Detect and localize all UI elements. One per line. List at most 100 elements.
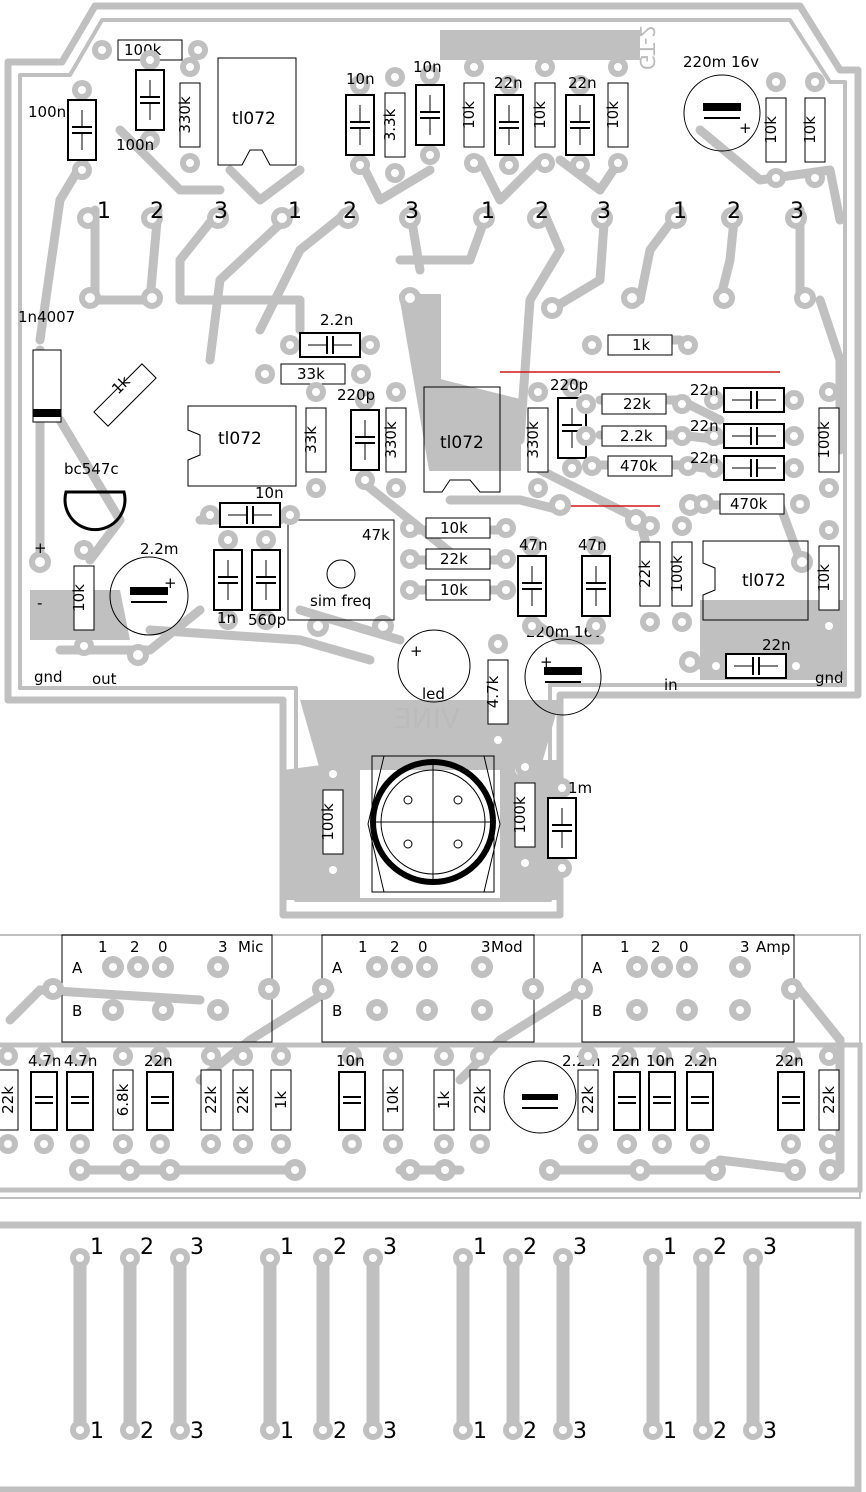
component-label: 47n <box>519 536 548 554</box>
c-22n-d: 22n <box>690 417 804 449</box>
strip-component-layer: 22k4.7n4.7n6.8k22n22k22k1k10n10k1k22k2.2… <box>0 1046 840 1154</box>
pot-pin: 1 <box>288 199 302 224</box>
polarity-plus: + <box>739 119 752 137</box>
strip-label: 10n <box>646 1052 675 1070</box>
component-label: 100k <box>668 555 686 593</box>
ic-label: tl072 <box>440 433 484 453</box>
bridge-pin-bottom: 1 <box>90 1419 104 1444</box>
r-100k-b: 100k <box>668 516 693 632</box>
ic-label: tl072 <box>232 109 276 129</box>
r-10k-f: 10k <box>400 517 516 539</box>
strip-component: 2.2n <box>684 1046 717 1154</box>
bridge-pin-bottom: 2 <box>523 1419 537 1444</box>
gnd-left-label: gnd <box>34 668 63 686</box>
bridge-pin-top: 2 <box>140 1235 154 1260</box>
c-100n-b: 100n <box>116 50 165 154</box>
bridge-pin-top: 3 <box>573 1235 587 1260</box>
r-22k-b: 22k <box>400 548 516 570</box>
r-470k-b: 470k <box>694 493 810 515</box>
c-22n-c: 22n <box>690 381 804 413</box>
elco-symbols <box>130 103 741 683</box>
bridge-pin-top: 3 <box>383 1235 397 1260</box>
component-label: 220p <box>337 386 375 404</box>
polarity-plus: + <box>34 539 47 557</box>
strip-label: 1k <box>435 1091 453 1110</box>
component-label: 47k <box>362 526 390 544</box>
c-1n: 1n <box>213 530 243 630</box>
sim-freq-label: sim freq <box>310 592 371 610</box>
component-label: 22k <box>440 550 468 568</box>
red-marker-lines <box>500 371 780 507</box>
r-33k-c: 33k <box>302 382 327 498</box>
c-47n-b: 47n <box>578 536 611 636</box>
strip-component: 22n <box>611 1046 641 1154</box>
ic-label: tl072 <box>218 429 262 449</box>
strip-component: 10n <box>336 1046 366 1154</box>
jack-name: Mic <box>238 938 263 956</box>
component-label: 47n <box>578 536 607 554</box>
strip-component: 22k <box>200 1046 222 1154</box>
r-10k-d: 10k <box>762 72 787 188</box>
r-10k-h: 10k <box>815 520 840 636</box>
component-label: 10k <box>604 101 622 129</box>
component-label: 22n <box>690 417 719 435</box>
bridge-pin-bottom: 2 <box>713 1419 727 1444</box>
c-10n-a: 10n <box>345 70 375 175</box>
component-label: 2.2n <box>320 311 353 329</box>
strip-component: 22k <box>469 1046 491 1154</box>
strip-component: 10k <box>382 1046 404 1154</box>
r-33k-b: 33k <box>255 363 371 385</box>
polarity-plus: + <box>410 642 423 660</box>
component-label: 22n <box>690 381 719 399</box>
component-label: 100k <box>815 421 833 459</box>
r-1k-a: 1k <box>93 363 157 427</box>
pot-pin: 2 <box>535 199 549 224</box>
r-330k-b: 330k <box>382 382 407 498</box>
r-10k-e: 10k <box>801 72 826 188</box>
strip-label: 22n <box>144 1052 173 1070</box>
strip-component: 4.7n <box>64 1046 97 1154</box>
r-100k-c: 100k <box>319 764 344 880</box>
pot-pin: 3 <box>790 199 804 224</box>
c-47n-a: 47n <box>517 536 548 636</box>
component-label: 22n <box>494 74 523 92</box>
pot-pin: 3 <box>405 199 419 224</box>
c-22n-b: 22n <box>565 74 597 175</box>
jack-pin: 3 <box>740 938 750 956</box>
mirrored-board-title: VINE <box>394 702 460 735</box>
component-label: 22n <box>762 636 791 654</box>
jack-row: B <box>592 1002 602 1020</box>
elco-label: 2.2m <box>140 540 178 558</box>
strip-component: 1k <box>433 1046 455 1154</box>
component-label: 10k <box>440 581 468 599</box>
ic-footprints <box>187 57 809 621</box>
pot-pin: 1 <box>481 199 495 224</box>
c-22n-f: 22n <box>706 636 806 679</box>
out-label: out <box>92 670 117 688</box>
c-1m: 1m <box>547 778 592 878</box>
strip-component: 22n <box>775 1046 805 1154</box>
r-33k-a: 3.3k <box>381 67 406 183</box>
strip-label: 22k <box>820 1086 838 1114</box>
bridge-pin-bottom: 3 <box>763 1419 777 1444</box>
component-label: 10k <box>70 584 88 612</box>
transistor-label: bc547c <box>64 460 119 478</box>
component-label: 560p <box>248 611 286 629</box>
in-label: in <box>664 676 678 694</box>
jack-pin: 2 <box>130 938 140 956</box>
pot-pin: 1 <box>673 199 687 224</box>
component-label: 22k <box>623 395 651 413</box>
component-label: 100k <box>511 796 529 834</box>
strip-label: 6.8k <box>114 1083 132 1116</box>
strip-label: 1k <box>272 1091 290 1110</box>
gnd-right-label: gnd <box>815 669 844 687</box>
r-10k-b: 10k <box>531 57 556 173</box>
component-label: 10k <box>440 519 468 537</box>
c-22n-a: 22n <box>494 74 524 175</box>
component-label: 22n <box>690 449 719 467</box>
strip-component: 6.8k <box>112 1046 134 1154</box>
bridge-pin-bottom: 1 <box>280 1419 294 1444</box>
component-label: 10n <box>413 58 442 76</box>
c-10n-c: 10n <box>200 484 300 528</box>
